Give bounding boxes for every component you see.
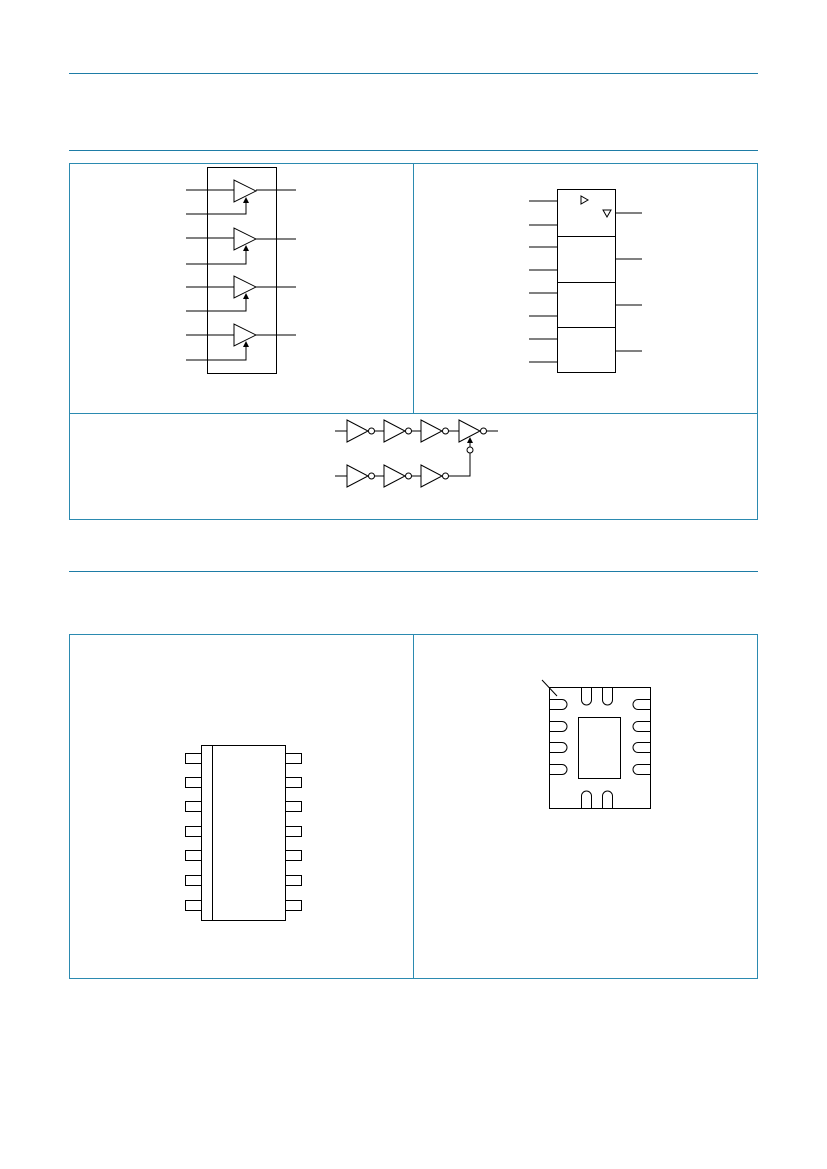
pads-left <box>550 699 568 775</box>
section-rule-function-diagram <box>69 150 758 151</box>
inverter-chain-bottom <box>335 437 474 488</box>
package-pins-right <box>285 753 302 911</box>
three-state-output-icon <box>602 209 612 219</box>
pads-top <box>581 688 613 706</box>
buffer-gate <box>186 323 296 361</box>
buffer-gate <box>186 227 296 265</box>
exposed-center-pad <box>578 717 621 779</box>
pinning-divider <box>413 634 414 979</box>
iec-input-lines <box>529 200 558 363</box>
buffer-gate <box>186 275 296 312</box>
buffer-gate <box>186 179 296 215</box>
section-rule-pinning <box>69 571 758 572</box>
frame-divider-horizontal <box>69 413 758 414</box>
frame-divider-vertical <box>413 163 414 414</box>
pin1-index-leader <box>541 679 558 697</box>
inverter-chain-top <box>335 419 498 443</box>
pads-right <box>632 699 650 775</box>
enable-triangle-icon <box>580 195 590 205</box>
package-pins-left <box>185 753 202 911</box>
top-rule <box>69 73 758 74</box>
pads-bottom <box>581 790 613 808</box>
iec-output-lines <box>615 212 642 352</box>
